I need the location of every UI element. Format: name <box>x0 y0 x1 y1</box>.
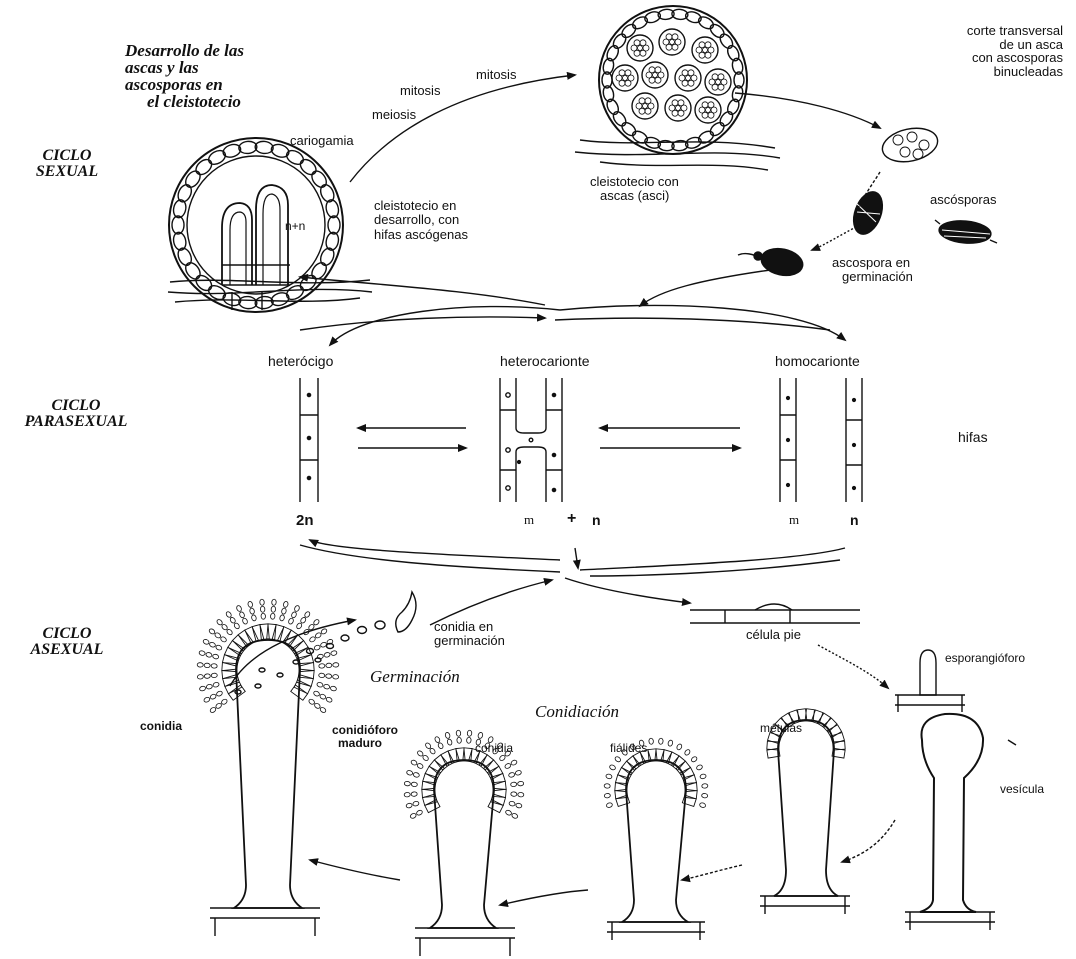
cleisto-ascas-line2: ascas (asci) <box>590 189 679 203</box>
heading-desarrollo: Desarrollo de las ascas y las ascosporas… <box>125 42 244 110</box>
label-ascospora-germ: ascospora en germinación <box>832 256 913 285</box>
cycle-asexual-line2: ASEXUAL <box>22 642 112 658</box>
desarrollo-line4: el cleistotecio <box>125 93 244 110</box>
label-meiosis: meiosis <box>372 108 416 122</box>
conidiophore-young <box>404 730 524 956</box>
label-fialides: fiálides <box>610 742 647 755</box>
vesicle-stage <box>905 714 1016 930</box>
cycle-parasexual-line1: CICLO <box>6 398 146 414</box>
label-m-right: m <box>789 513 799 527</box>
metulae-stage <box>760 709 850 914</box>
ascospora-germ-line1: ascospora en <box>832 256 913 270</box>
foot-cell <box>690 604 860 623</box>
cycle-label-parasexual: CICLO PARASEXUAL <box>6 398 146 430</box>
corte-line3: con ascosporas <box>918 51 1063 65</box>
desarrollo-line1: Desarrollo de las <box>125 42 244 59</box>
hyphae-heterokaryon <box>500 378 562 502</box>
hyphae-heterozygote <box>300 378 318 502</box>
label-hifas: hifas <box>958 430 988 445</box>
parasexual-arrows <box>358 428 740 448</box>
label-n-plus-n: n+n <box>285 220 305 233</box>
cycle-parasexual-line2: PARASEXUAL <box>6 414 146 430</box>
label-conidia-mid: conidia <box>475 742 513 755</box>
cycle-sexual-line1: CICLO <box>22 148 112 164</box>
label-metulas: métulas <box>760 722 802 735</box>
ascus-cross-section <box>879 124 940 167</box>
conidia-germ-line2: germinación <box>434 634 505 648</box>
cycle-asexual-line1: CICLO <box>22 626 112 642</box>
heading-conidiacion: Conidiación <box>535 703 619 721</box>
label-celula-pie: célula pie <box>746 628 801 642</box>
developing-cleistothecium <box>168 138 372 312</box>
label-mitosis-1: mitosis <box>476 68 516 82</box>
conidioforo-line2: maduro <box>332 737 398 750</box>
label-2n: 2n <box>296 513 314 529</box>
label-cleisto-ascas: cleistotecio con ascas (asci) <box>590 175 679 204</box>
label-conidia-top: conidia <box>140 720 182 733</box>
label-heterocarionte: heterocarionte <box>500 354 590 369</box>
label-n-mid: n <box>592 513 601 528</box>
cleisto-dev-line1: cleistotecio en <box>374 199 468 213</box>
ascospora-germ-line2: germinación <box>832 270 913 284</box>
conidioforo-line1: conidióforo <box>332 724 398 737</box>
label-n-right: n <box>850 513 859 528</box>
desarrollo-line3: ascosporas en <box>125 76 244 93</box>
label-esporangioforo: esporangióforo <box>945 652 1025 665</box>
hyphae-homokaryon <box>780 378 862 502</box>
cycle-label-asexual: CICLO ASEXUAL <box>22 626 112 658</box>
conidia-germ-line1: conidia en <box>434 620 505 634</box>
label-ascosporas: ascósporas <box>930 193 996 207</box>
corte-line4: binucleadas <box>918 65 1063 79</box>
corte-line1: corte transversal <box>918 24 1063 38</box>
label-conidia-germ: conidia en germinación <box>434 620 505 649</box>
label-m-left: m <box>524 513 534 527</box>
cycle-sexual-line2: SEXUAL <box>22 164 112 180</box>
label-corte: corte transversal de un asca con ascospo… <box>918 24 1063 79</box>
desarrollo-line2: ascas y las <box>125 59 244 76</box>
phialides-stage <box>604 738 708 940</box>
label-homocarionte: homocarionte <box>775 354 860 369</box>
label-mitosis-2: mitosis <box>400 84 440 98</box>
label-plus: + <box>567 511 576 528</box>
label-cleisto-dev: cleistotecio en desarrollo, con hifas as… <box>374 199 468 242</box>
cycle-label-sexual: CICLO SEXUAL <box>22 148 112 180</box>
cleisto-ascas-line1: cleistotecio con <box>590 175 679 189</box>
cleisto-dev-line2: desarrollo, con <box>374 213 468 227</box>
label-conidioforo: conidióforo maduro <box>332 724 398 749</box>
heading-germinacion: Germinación <box>370 668 460 686</box>
mature-cleistothecium <box>575 6 780 170</box>
asci-cluster <box>612 29 731 123</box>
cleisto-dev-line3: hifas ascógenas <box>374 228 468 242</box>
label-cariogamia: cariogamia <box>290 134 354 148</box>
corte-line2: de un asca <box>918 38 1063 52</box>
label-heterocigo: heterócigo <box>268 354 333 369</box>
label-vesicula: vesícula <box>1000 783 1044 796</box>
